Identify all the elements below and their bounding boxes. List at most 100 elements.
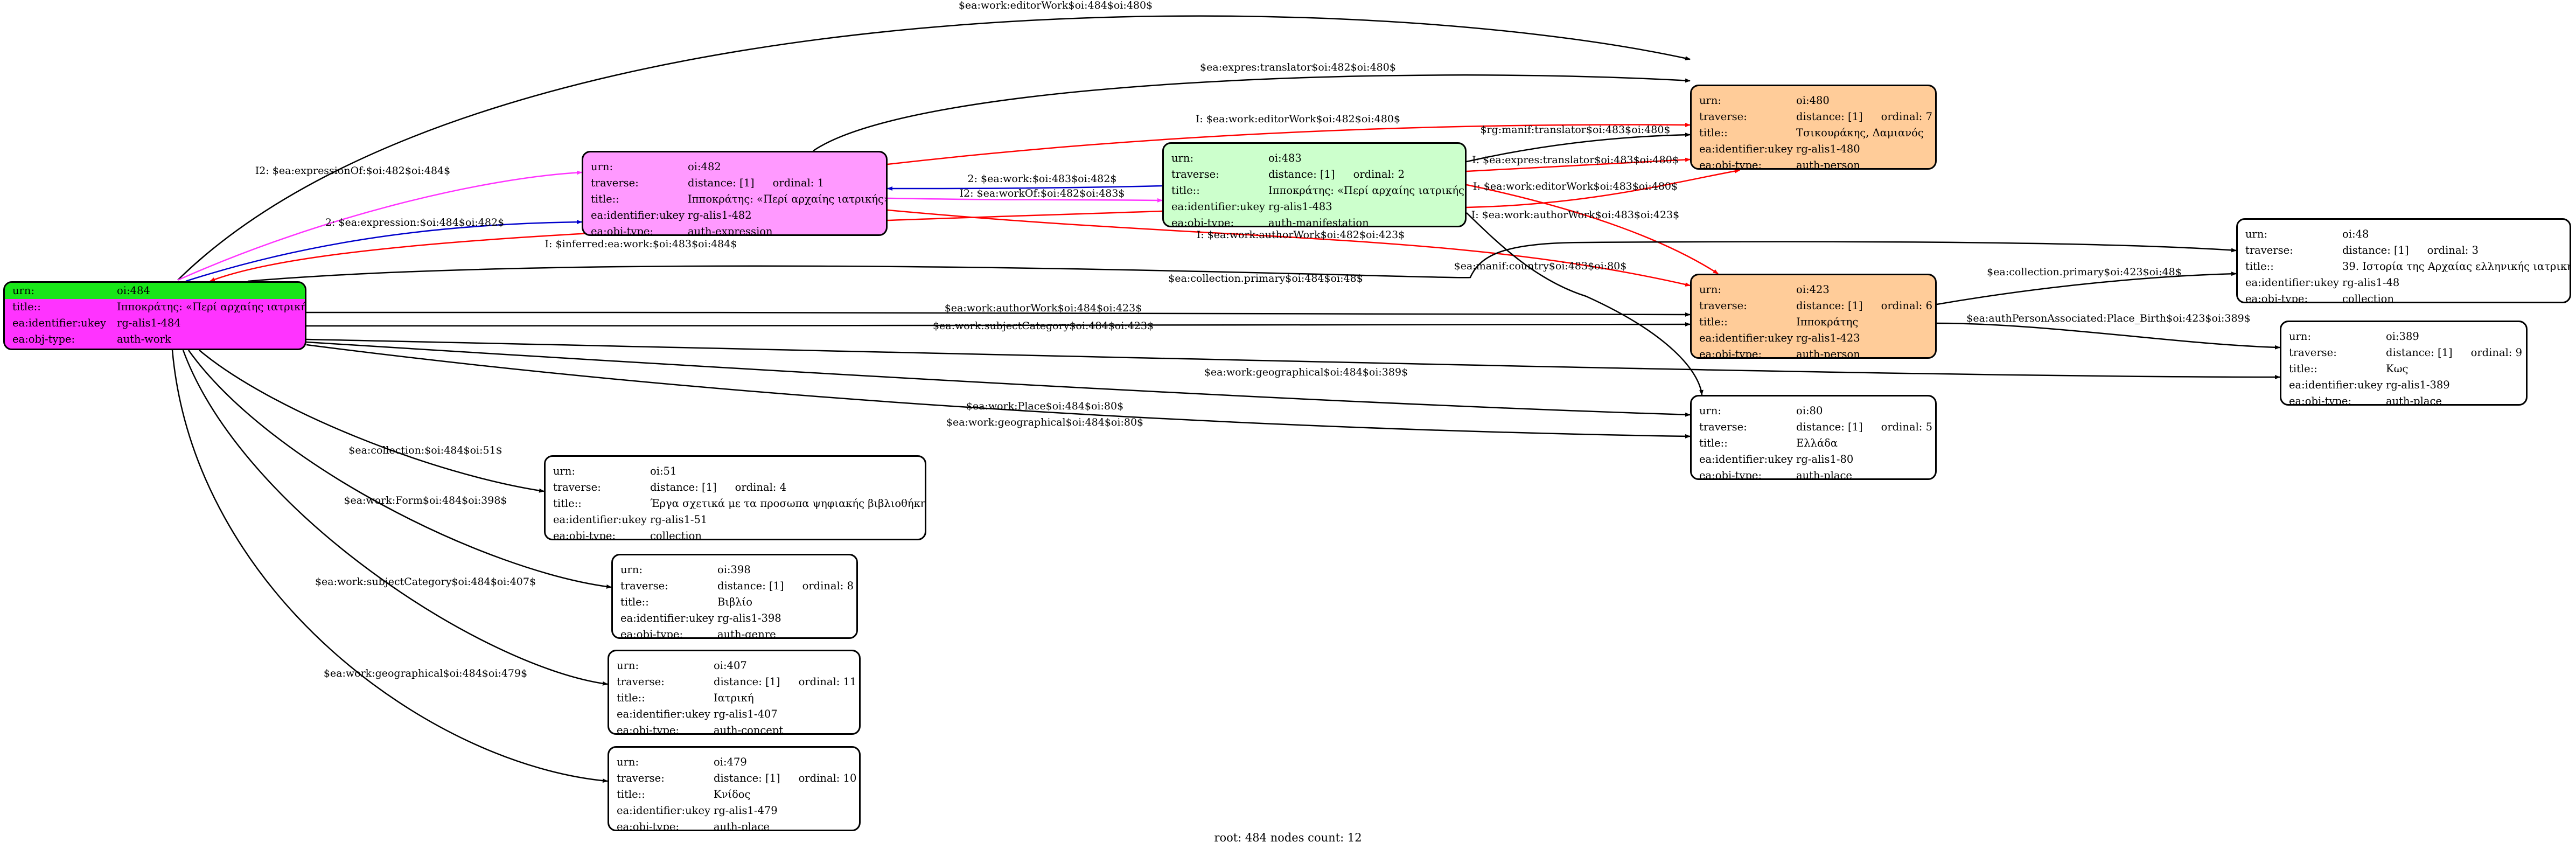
edge-label-14: $ea:collection.primary$oi:484$oi:48$ <box>1168 273 1363 284</box>
objtype-value: auth-place <box>714 820 770 831</box>
title-value: Ιατρική <box>714 692 754 704</box>
urn-value: oi:482 <box>688 161 721 173</box>
identifier-key: ea:identifier:ukey <box>617 708 710 720</box>
urn-value: oi:479 <box>714 756 747 768</box>
title-key: title:: <box>2245 260 2274 273</box>
node-398[interactable]: urn:oi:398 traverse:distance: [1]ordinal… <box>611 554 858 639</box>
traverse-key: traverse: <box>1699 110 1747 123</box>
urn-key: urn: <box>5 283 109 299</box>
edge-19 <box>306 338 2280 379</box>
traverse-key: traverse: <box>617 772 665 784</box>
title-key: title:: <box>1699 127 1728 139</box>
ordinal-value: ordinal: 5 <box>1881 421 1932 433</box>
ordinal-value: ordinal: 7 <box>1881 110 1932 123</box>
objtype-key: ea:obj-type: <box>553 530 616 540</box>
traverse-key: traverse: <box>1171 168 1219 180</box>
urn-value: oi:483 <box>1268 152 1302 164</box>
distance-value: distance: [1] <box>2342 244 2409 256</box>
ordinal-value: ordinal: 6 <box>1881 300 1932 312</box>
edge-15 <box>1936 272 2237 305</box>
identifier-value: rg-alis1-482 <box>688 209 752 221</box>
node-483[interactable]: urn:oi:483 traverse:distance: [1]ordinal… <box>1162 142 1467 227</box>
node-51[interactable]: urn:oi:51 traverse:distance: [1]ordinal:… <box>544 455 926 540</box>
urn-value: oi:80 <box>1796 405 1823 417</box>
urn-value: oi:51 <box>650 465 677 477</box>
identifier-key: ea:identifier:ukey <box>620 612 714 624</box>
distance-value: distance: [1] <box>688 177 755 189</box>
edge-label-17: $ea:work:subjectCategory$oi:484$oi:423$ <box>933 320 1154 332</box>
identifier-value: rg-alis1-480 <box>1796 143 1860 155</box>
ordinal-value: ordinal: 8 <box>802 580 854 592</box>
objtype-value: auth-manifestation <box>1268 217 1369 227</box>
urn-key: urn: <box>617 756 639 768</box>
title-value: Βιβλίο <box>717 596 752 608</box>
node-80[interactable]: urn:oi:80 traverse:distance: [1]ordinal:… <box>1690 395 1937 480</box>
edge-17 <box>306 322 1691 327</box>
traverse-key: traverse: <box>620 580 668 592</box>
distance-value: distance: [1] <box>1796 300 1863 312</box>
objtype-value: collection <box>2342 293 2394 303</box>
urn-key: urn: <box>1699 94 1722 107</box>
node-479[interactable]: urn:oi:479 traverse:distance: [1]ordinal… <box>608 746 861 831</box>
edge-4 <box>1466 157 1691 172</box>
edge-label-24: $ea:work:subjectCategory$oi:484$oi:407$ <box>315 576 536 588</box>
distance-value: distance: [1] <box>1268 168 1335 180</box>
identifier-value: rg-alis1-51 <box>650 513 708 526</box>
edge-9 <box>185 220 582 282</box>
edge-label-18: $ea:authPersonAssociated:Place_Birth$oi:… <box>1966 312 2251 324</box>
node-389[interactable]: urn:oi:389 traverse:distance: [1]ordinal… <box>2280 321 2528 406</box>
objtype-value: auth-expression <box>688 225 773 236</box>
ordinal-value: ordinal: 11 <box>798 676 857 688</box>
objtype-key: ea:obj-type: <box>1699 469 1762 480</box>
urn-key: urn: <box>1699 283 1722 296</box>
objtype-value: auth-person <box>1796 159 1860 170</box>
edge-label-7: 2: $ea:work:$oi:483$oi:482$ <box>968 173 1117 185</box>
ordinal-value: ordinal: 3 <box>2427 244 2479 256</box>
edge-11 <box>210 210 1163 282</box>
edge-label-13: $ea:manif:country$oi:483$oi:80$ <box>1454 260 1627 272</box>
title-key: title:: <box>591 193 619 205</box>
edge-label-3: $rg:manif:translator$oi:483$oi:480$ <box>1480 124 1670 136</box>
node-423[interactable]: urn:oi:423 traverse:distance: [1]ordinal… <box>1690 274 1937 359</box>
identifier-value: rg-alis1-483 <box>1268 200 1332 213</box>
node-484[interactable]: urn:oi:484 title::Ιπποκράτης: «Περί αρχα… <box>3 281 306 350</box>
node-407[interactable]: urn:oi:407 traverse:distance: [1]ordinal… <box>608 650 861 735</box>
node-482[interactable]: urn:oi:482 traverse:distance: [1]ordinal… <box>582 151 888 236</box>
objtype-key: ea:obj-type: <box>1699 348 1762 359</box>
identifier-key: ea:identifier:ukey <box>1699 332 1793 344</box>
urn-key: urn: <box>591 161 613 173</box>
edge-23 <box>187 350 612 589</box>
node-48[interactable]: urn:oi:48 traverse:distance: [1]ordinal:… <box>2236 218 2571 303</box>
edge-label-2: I: $ea:work:editorWork$oi:482$oi:480$ <box>1196 113 1400 125</box>
urn-value: oi:480 <box>1796 94 1830 107</box>
edge-label-20: $ea:work:Place$oi:484$oi:80$ <box>966 400 1123 412</box>
edge-label-15: $ea:collection.primary$oi:423$oi:48$ <box>1987 266 2182 278</box>
title-value: 39. Ιστορία της Αρχαίας ελληνικής ιατρικ… <box>2342 260 2571 273</box>
objtype-key: ea:obj-type: <box>12 333 75 345</box>
edge-0 <box>177 15 1691 281</box>
title-key: title:: <box>12 301 41 313</box>
edge-3 <box>1466 133 1691 163</box>
urn-key: urn: <box>553 465 576 477</box>
objtype-value: auth-place <box>2386 395 2442 406</box>
urn-value: oi:398 <box>717 563 751 576</box>
traverse-key: traverse: <box>617 676 665 688</box>
urn-value: oi:407 <box>714 659 747 672</box>
distance-value: distance: [1] <box>714 676 780 688</box>
objtype-key: ea:obj-type: <box>2289 395 2352 406</box>
traverse-key: traverse: <box>1699 421 1747 433</box>
title-key: title:: <box>617 692 645 704</box>
identifier-key: ea:identifier:ukey <box>1699 143 1793 155</box>
title-key: title:: <box>1171 184 1200 197</box>
edge-label-8: I2: $ea:workOf:$oi:482$oi:483$ <box>959 187 1125 199</box>
urn-key: urn: <box>1699 405 1722 417</box>
title-key: title:: <box>1699 437 1728 449</box>
objtype-value: auth-genre <box>717 628 776 639</box>
edge-label-9: 2: $ea:expression:$oi:484$oi:482$ <box>325 217 504 228</box>
node-480[interactable]: urn:oi:480 traverse:distance: [1]ordinal… <box>1690 85 1937 170</box>
objtype-value: auth-person <box>1796 348 1860 359</box>
title-value: Ιπποκράτης <box>1796 316 1859 328</box>
objtype-key: ea:obj-type: <box>617 724 680 735</box>
identifier-value: rg-alis1-479 <box>714 804 778 817</box>
edge-21 <box>306 344 1691 439</box>
